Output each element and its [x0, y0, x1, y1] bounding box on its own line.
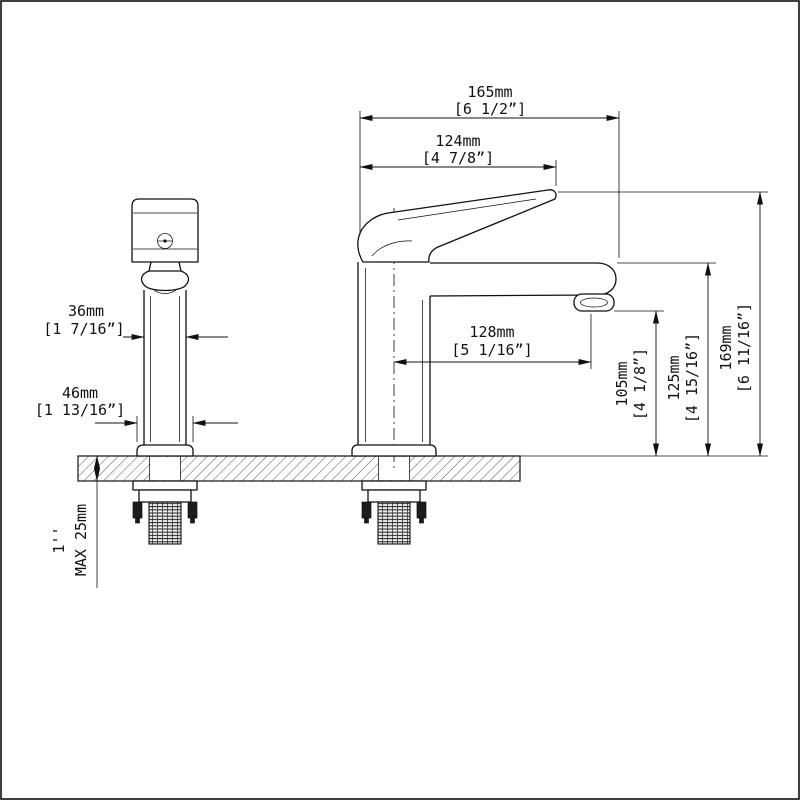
- side-threaded-shank: [377, 501, 411, 545]
- side-mounting-bolt-left: [361, 501, 372, 519]
- dim-165mm-imperial: [6 1/2”]: [454, 100, 526, 118]
- dim-125mm-imperial: [4 15/16”]: [683, 333, 701, 423]
- dim-46mm-imperial: [1 13/16”]: [35, 401, 125, 419]
- dim-36mm-metric: 36mm: [68, 302, 104, 320]
- dimension-body-width: 36mm [1 7/16”]: [43, 302, 228, 341]
- dimension-spout-reach: 128mm [5 1/16”]: [393, 314, 592, 369]
- dimension-overall-height: 169mm [6 11/16”]: [558, 191, 768, 457]
- dim-165mm-metric: 165mm: [467, 83, 512, 101]
- front-threaded-shank: [148, 501, 182, 545]
- faucet-side-view: [351, 189, 617, 545]
- dim-deck-imperial: 1'': [50, 526, 68, 553]
- front-mounting-bolt-right: [187, 501, 198, 519]
- side-base-flange: [351, 444, 437, 457]
- dim-124mm-metric: 124mm: [435, 132, 480, 150]
- dimension-max-deck-thickness: 1'' MAX 25mm: [50, 455, 101, 588]
- deck-hole-left: [149, 457, 181, 480]
- deck-hole-right: [378, 457, 410, 480]
- side-mounting-bracket: [367, 489, 421, 503]
- side-mounting-bolt-right: [416, 501, 427, 519]
- dim-128mm-metric: 128mm: [469, 323, 514, 341]
- front-mounting-bolt-left: [132, 501, 143, 519]
- dim-46mm-metric: 46mm: [62, 384, 98, 402]
- dim-105mm-metric: 105mm: [613, 361, 631, 406]
- dim-124mm-imperial: [4 7/8”]: [422, 149, 494, 167]
- side-mounting-hardware: [361, 480, 427, 545]
- dim-105mm-imperial: [4 1/8”]: [631, 348, 649, 420]
- side-body: [357, 262, 431, 445]
- front-rubber-washer: [132, 480, 198, 491]
- faucet-front-view: [131, 198, 199, 545]
- front-mounting-bracket: [138, 489, 192, 503]
- dimension-base-width: 46mm [1 13/16”]: [35, 384, 238, 442]
- dimension-overall-depth: 165mm [6 1/2”]: [359, 83, 620, 258]
- dim-169mm-imperial: [6 11/16”]: [735, 303, 753, 393]
- front-body: [143, 290, 187, 445]
- dim-36mm-imperial: [1 7/16”]: [43, 320, 124, 338]
- dimension-spout-top-height: 125mm [4 15/16”]: [617, 262, 716, 457]
- countertop-deck: [77, 455, 521, 482]
- side-rubber-washer: [361, 480, 427, 491]
- dim-deck-metric: MAX 25mm: [72, 504, 90, 576]
- temperature-indicator-icon: [157, 233, 173, 249]
- side-lever-handle: [357, 189, 557, 263]
- dim-169mm-metric: 169mm: [717, 325, 735, 370]
- dimension-spout-outlet-height: 105mm [4 1/8”]: [613, 310, 664, 457]
- front-mounting-hardware: [132, 480, 198, 545]
- front-spout-dome: [140, 270, 190, 292]
- dim-128mm-imperial: [5 1/16”]: [451, 341, 532, 359]
- deck-hatch: [77, 455, 521, 482]
- dim-125mm-metric: 125mm: [665, 355, 683, 400]
- aerator-outlet: [573, 293, 615, 312]
- dimension-handle-depth: 124mm [4 7/8”]: [359, 132, 557, 186]
- front-base-flange: [136, 444, 194, 457]
- front-handle: [131, 198, 199, 263]
